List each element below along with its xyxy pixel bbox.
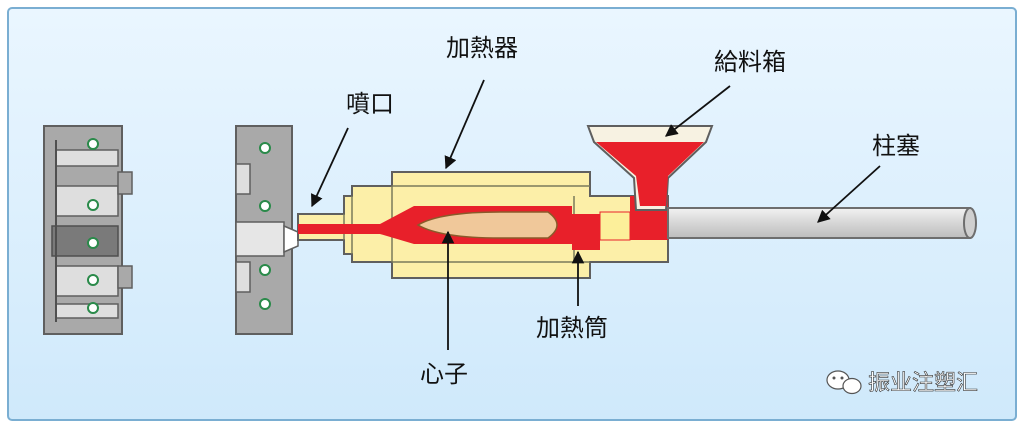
heater-leader [444, 79, 485, 170]
feeder-leader [665, 85, 731, 137]
label-feeder: 給料箱 [714, 48, 786, 76]
nozzle-leader [311, 127, 349, 208]
plunger-leader [817, 165, 881, 223]
wechat-icon [826, 370, 862, 395]
plunger-rod [667, 207, 977, 239]
label-plunger: 柱塞 [872, 132, 920, 160]
hopper [586, 125, 714, 211]
label-heater: 加熱器 [446, 34, 518, 62]
mold-right-half [235, 125, 299, 335]
watermark-text: 振业注塑汇 [868, 371, 978, 396]
watermark: 振业注塑汇 [826, 370, 978, 396]
label-nozzle: 噴口 [346, 90, 394, 118]
label-barrel: 加熱筒 [536, 314, 608, 342]
label-core: 心子 [420, 360, 468, 388]
mold-left-half [43, 125, 133, 335]
